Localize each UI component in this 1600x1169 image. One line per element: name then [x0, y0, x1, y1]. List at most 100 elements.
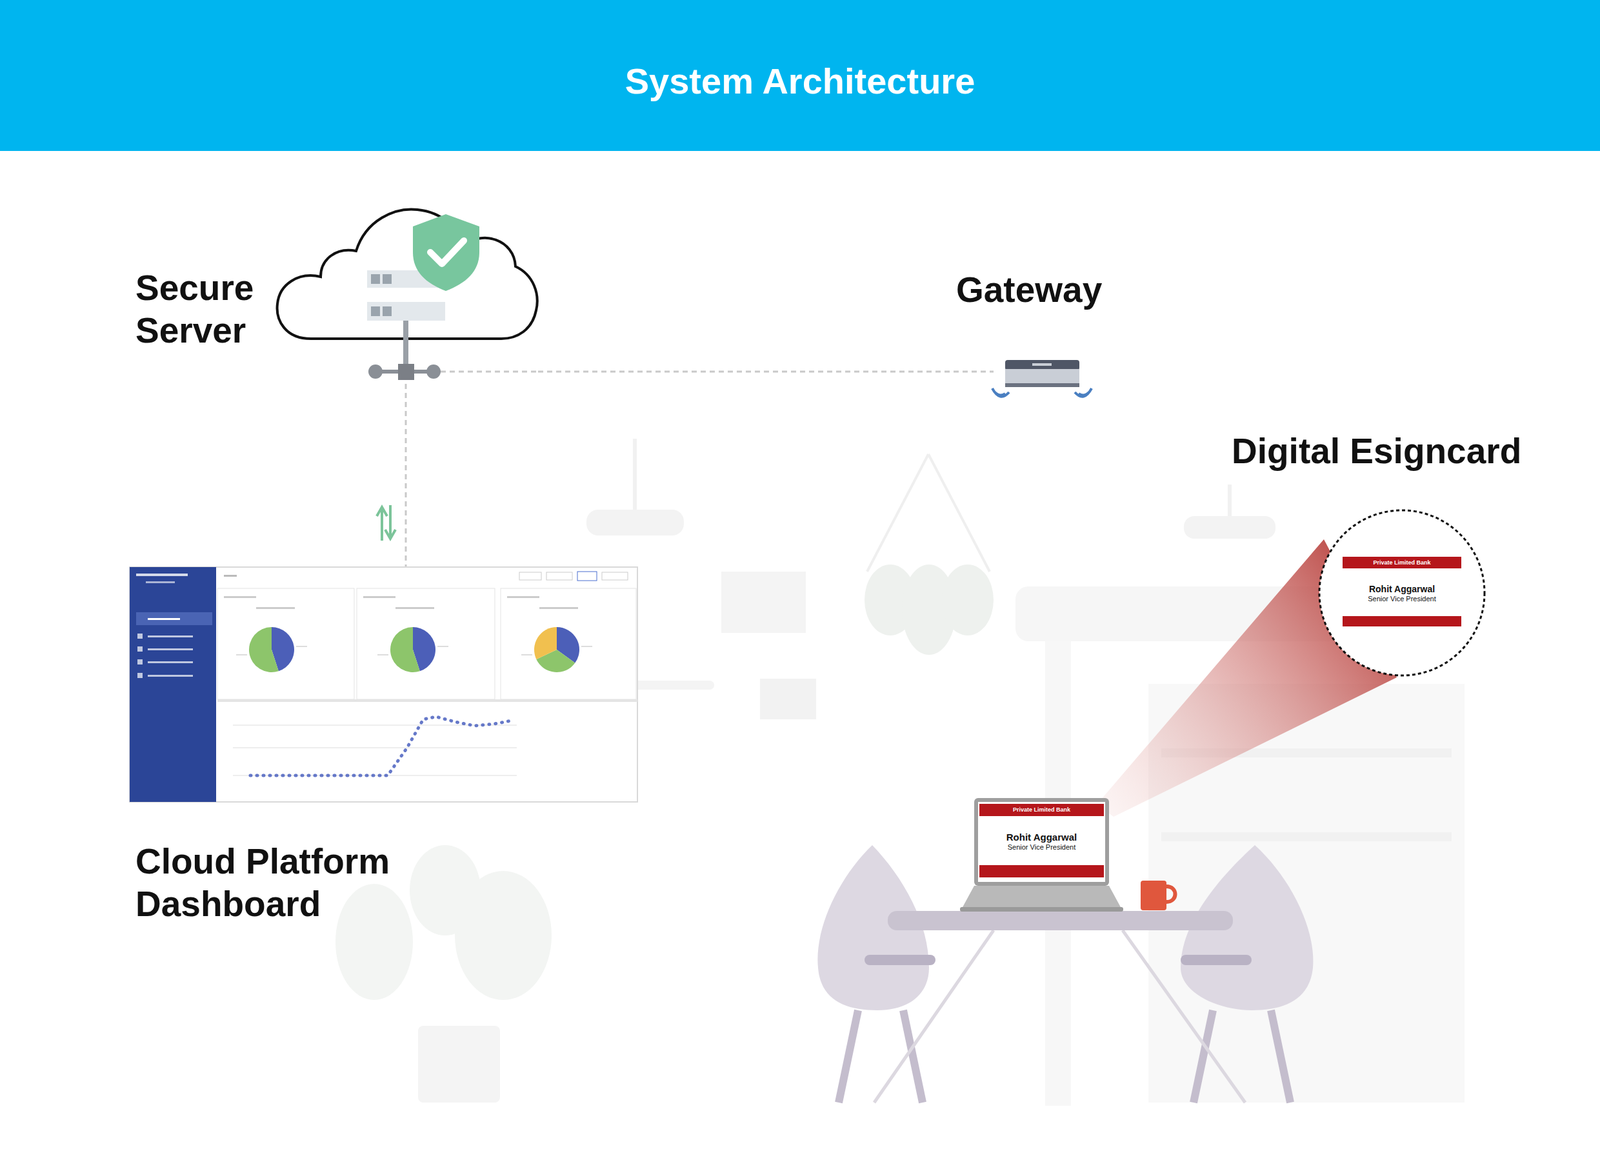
pie-chart	[521, 627, 593, 673]
pie-leader	[521, 654, 533, 656]
card-band	[1342, 556, 1462, 569]
shelf-board	[1161, 832, 1452, 842]
card-title: Senior Vice President	[1318, 594, 1486, 604]
router-stripe	[1005, 383, 1080, 388]
secure-server: Secure Server	[275, 207, 539, 384]
pie-chart	[236, 627, 308, 673]
table-top	[887, 910, 1233, 931]
topbar-control	[546, 572, 573, 580]
plant-pot	[418, 1025, 500, 1103]
table-leg	[874, 930, 994, 1103]
wifi-signal	[1074, 388, 1092, 397]
chair-leg	[1193, 1010, 1213, 1103]
cloud-dashboard: Cloud Platform Dashboard	[129, 567, 638, 802]
pie-leader	[377, 654, 389, 656]
panel-header	[507, 596, 540, 599]
panel-subheader	[395, 607, 435, 610]
panel-header	[363, 596, 396, 599]
hub-center	[398, 363, 415, 380]
sync-arrow	[376, 507, 388, 541]
chart-gridline	[232, 724, 517, 726]
pie-chart	[377, 627, 449, 673]
pie-leader	[581, 646, 593, 648]
plant-leaf	[409, 845, 481, 936]
esigncard-circle: Digital EsigncardPrivate Limited BankRoh…	[1318, 509, 1486, 677]
router-led	[1032, 363, 1052, 366]
mug-handle	[1166, 886, 1176, 902]
node-shape	[275, 207, 539, 384]
hanging-leaves	[941, 564, 994, 636]
sidebar-icon	[137, 646, 143, 652]
hub-node	[368, 364, 383, 379]
laptop-bezel	[974, 798, 1110, 886]
card-bank: Private Limited Bank	[1342, 556, 1462, 569]
server-pole	[403, 320, 409, 366]
chair-leg	[838, 1010, 859, 1103]
pie-slice	[249, 627, 279, 673]
card-name: Rohit Aggarwal	[974, 831, 1110, 844]
lamp-cord	[1227, 484, 1232, 517]
coffee-mug	[1140, 880, 1167, 911]
panel-shadow	[217, 699, 638, 702]
sync-arrow	[385, 505, 396, 539]
router-top	[1005, 360, 1080, 371]
pie-leader	[437, 646, 449, 648]
chart-panel	[217, 588, 355, 700]
card-bank: Private Limited Bank	[979, 803, 1104, 817]
chair-seat	[1180, 954, 1252, 966]
pie-leader	[296, 646, 308, 648]
card-title: Senior Vice President	[974, 843, 1110, 852]
diagram-title: System Architecture	[625, 59, 976, 103]
pie-leader	[236, 654, 248, 656]
panel-subheader	[256, 607, 295, 610]
dashboard-frame	[129, 567, 638, 802]
topbar-crumb	[223, 574, 237, 577]
chart-panel	[500, 588, 637, 700]
lamp-shade	[1183, 516, 1276, 539]
security-shield	[412, 214, 480, 291]
laptop-base	[960, 907, 1124, 912]
table-leg	[1122, 930, 1246, 1103]
plant-hanger	[867, 454, 990, 572]
server-light	[370, 274, 380, 284]
server-light	[382, 306, 392, 317]
node-label: Secure Server	[135, 266, 284, 352]
hub-wire	[440, 370, 539, 373]
sidebar-item	[147, 618, 180, 620]
card-band	[979, 803, 1104, 817]
cloud-outline	[277, 209, 538, 339]
shield-check	[430, 240, 464, 264]
hub-node	[426, 364, 441, 379]
pie-slice	[534, 627, 557, 660]
node-label: Gateway	[956, 268, 1102, 311]
laptop-base	[961, 885, 1122, 909]
server-bar	[367, 301, 446, 321]
plant-leaf	[335, 883, 413, 1000]
panel-header	[223, 596, 257, 599]
card-band	[979, 865, 1104, 878]
topbar-control	[601, 572, 628, 580]
chart-gridline	[232, 747, 517, 749]
wifi-signal	[992, 388, 1010, 397]
topbar-control	[519, 572, 542, 580]
trend-line	[250, 716, 512, 776]
sidebar-logo	[136, 573, 188, 577]
sidebar-active	[136, 612, 213, 626]
panel-subheader	[539, 607, 579, 610]
laptop-screen: Private Limited BankRohit AggarwalSenior…	[974, 798, 1110, 886]
node-shape	[993, 354, 1091, 407]
gateway-device: Gateway	[993, 354, 1091, 407]
node-label: Digital Esigncard	[1231, 429, 1522, 473]
sidebar-item	[147, 674, 193, 677]
wall-frame	[760, 678, 817, 720]
lamp-shade	[586, 509, 684, 536]
sidebar-logo	[145, 581, 175, 584]
sidebar-icon	[137, 672, 143, 679]
card-name: Rohit Aggarwal	[1318, 583, 1486, 595]
topbar-control	[577, 571, 597, 581]
pie-slice	[390, 627, 420, 673]
chair-seat	[864, 954, 936, 966]
node-shape	[129, 567, 638, 802]
chart-panel	[356, 588, 495, 700]
